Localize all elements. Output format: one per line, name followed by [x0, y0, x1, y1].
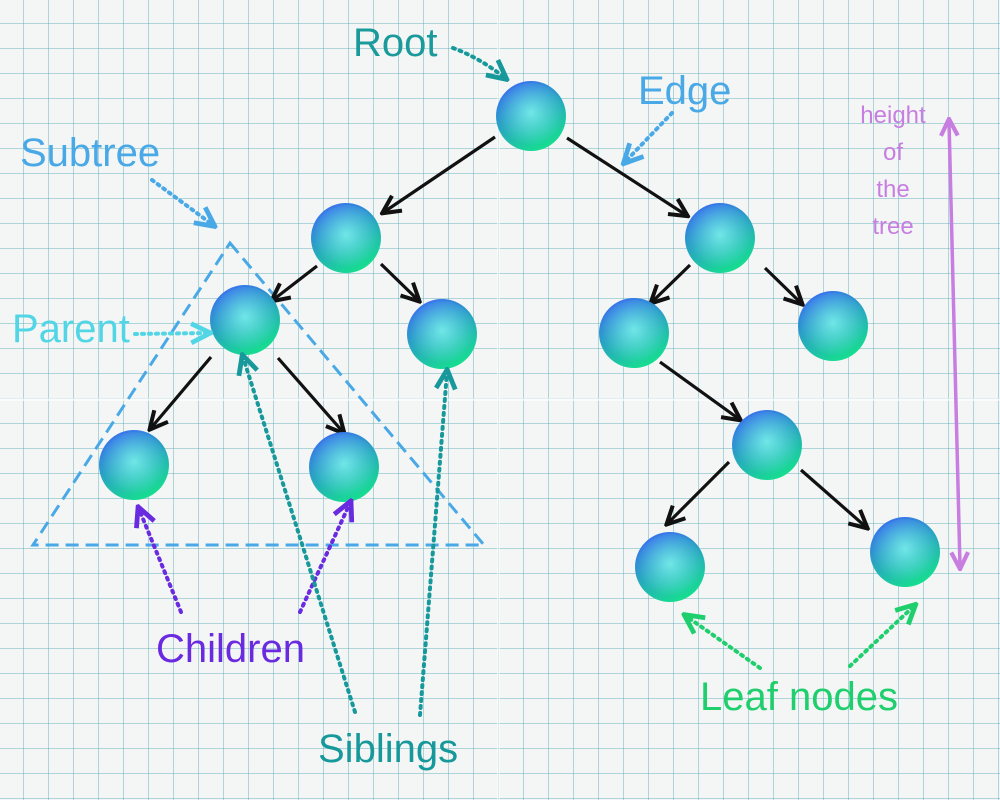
subtree-triangle — [30, 240, 488, 547]
label-siblings: Siblings — [318, 727, 458, 771]
height-line-2: of — [883, 139, 903, 166]
node-child — [99, 430, 169, 500]
subtree-pointer — [150, 178, 213, 225]
label-height: height of the tree — [860, 102, 926, 240]
edge-b1-b1r — [659, 360, 739, 419]
edge-a1-a1a — [151, 355, 213, 428]
label-edge: Edge — [638, 69, 731, 113]
node — [798, 291, 868, 361]
node-child — [309, 432, 379, 502]
height-arrow — [949, 121, 960, 567]
children-pointer-left — [139, 509, 183, 614]
tree-edges — [151, 135, 866, 527]
edge-a-a2 — [379, 262, 418, 300]
siblings-pointer-right — [418, 372, 447, 717]
node — [599, 298, 669, 368]
node-root — [496, 81, 566, 151]
node-parent — [210, 285, 280, 355]
label-children: Children — [156, 627, 305, 671]
edge-root-a — [384, 135, 496, 212]
node — [685, 203, 755, 273]
annotation-arrows — [133, 46, 914, 717]
siblings-pointer-left — [243, 357, 357, 714]
tree-nodes — [99, 81, 940, 602]
leaf-pointer-left — [686, 616, 762, 670]
node-leaf — [870, 517, 940, 587]
label-parent: Parent — [12, 307, 130, 351]
node-leaf — [635, 532, 705, 602]
label-root: Root — [353, 21, 438, 65]
edge-b1r-b1rl — [668, 460, 731, 523]
children-pointer-right — [298, 503, 350, 614]
edge-b-b2 — [763, 266, 801, 303]
height-line-4: tree — [872, 213, 913, 240]
height-line-1: height — [860, 102, 926, 129]
edge-b1r-b1rr — [799, 468, 866, 527]
paper-fold-vertical — [497, 0, 500, 800]
height-line-3: the — [876, 176, 909, 203]
parent-pointer — [133, 333, 208, 334]
leaf-pointer-right — [848, 606, 914, 668]
node — [311, 203, 381, 273]
node — [732, 410, 802, 480]
edge-root-b — [566, 136, 686, 215]
root-pointer — [451, 46, 505, 78]
label-subtree: Subtree — [20, 131, 160, 175]
edge-a1-a1b — [276, 356, 343, 432]
edge-a-a1 — [273, 264, 318, 300]
label-leaf-nodes: Leaf nodes — [700, 675, 898, 719]
paper-fold-horizontal — [0, 398, 1000, 401]
edge-pointer — [625, 111, 674, 162]
node — [407, 299, 477, 369]
edge-b-b1 — [652, 263, 692, 302]
